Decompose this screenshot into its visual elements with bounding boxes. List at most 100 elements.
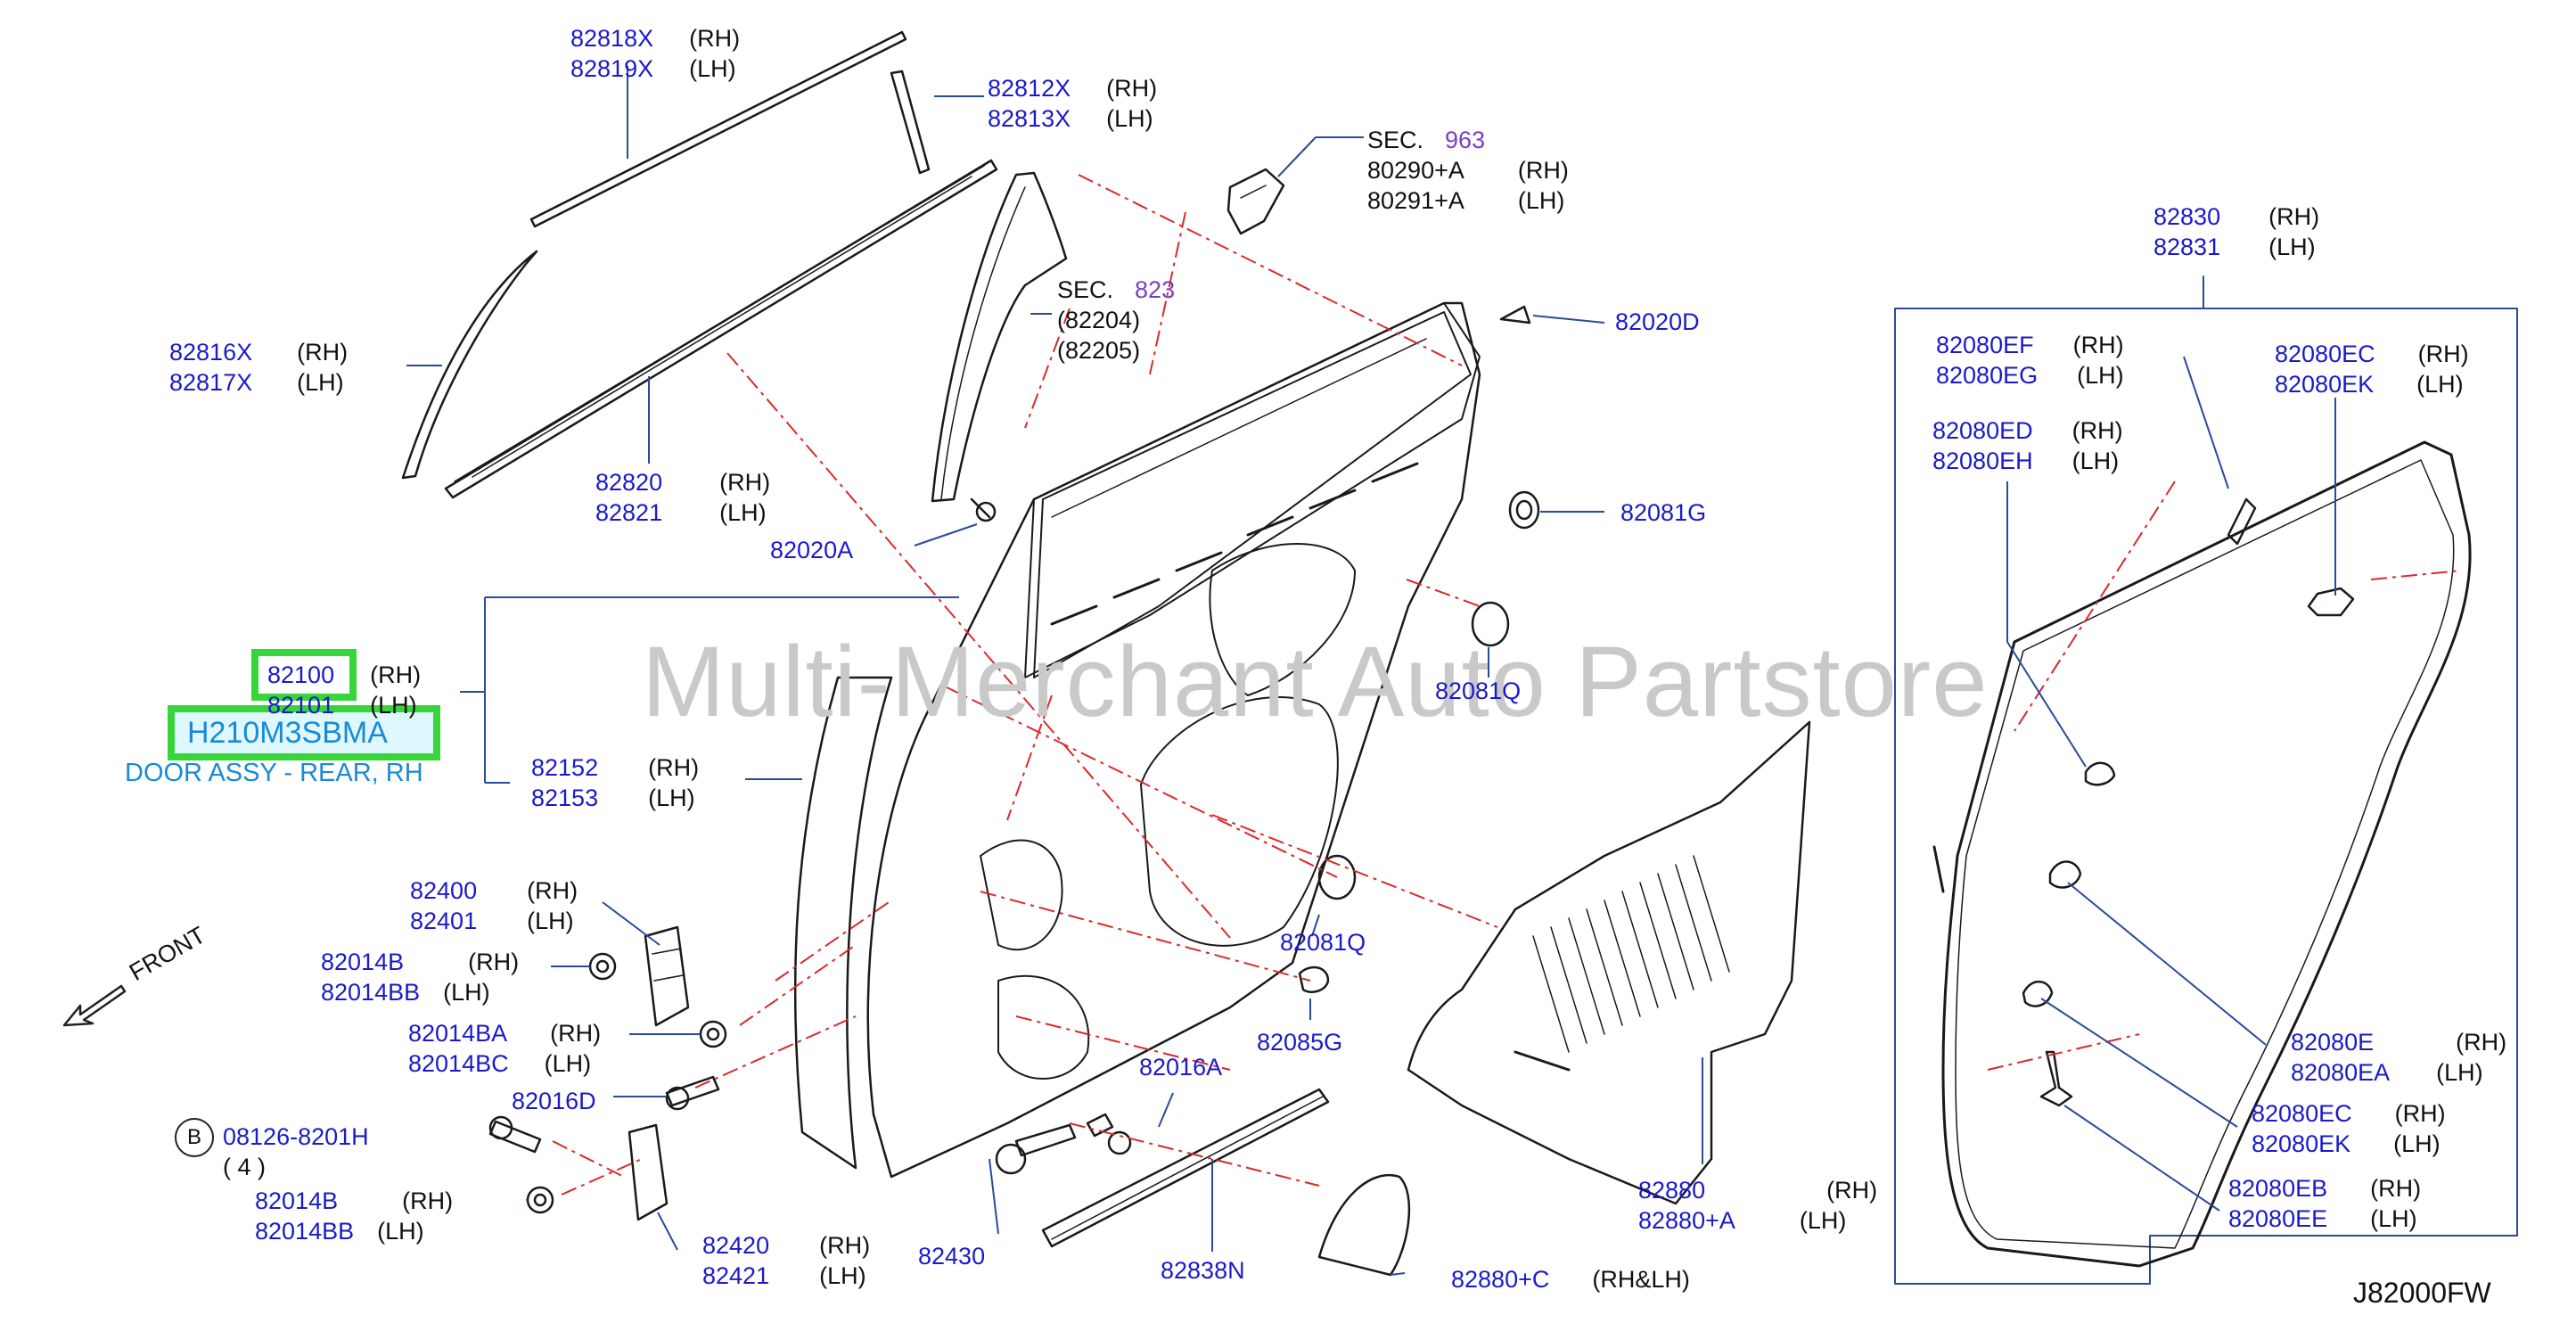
part-number[interactable]: 82080EK bbox=[2252, 1130, 2351, 1157]
part-number[interactable]: 82081Q bbox=[1435, 678, 1522, 704]
part-number[interactable]: 82080EK bbox=[2275, 371, 2375, 398]
part-number[interactable]: 82819X bbox=[570, 55, 654, 82]
sec-number[interactable]: 963 bbox=[1445, 127, 1486, 153]
part-number[interactable]: 82014B bbox=[321, 949, 405, 975]
callout-c8[interactable]: 82020D bbox=[1615, 307, 1700, 337]
side-label: (RH) bbox=[402, 1187, 454, 1214]
part-number[interactable]: 08126-8201H bbox=[223, 1123, 369, 1150]
side-label: (LH) bbox=[689, 55, 736, 82]
part-number[interactable]: 82080EA bbox=[2291, 1059, 2391, 1086]
callout-c31[interactable]: 82080E(RH) 82080EA(LH) bbox=[2291, 1027, 2506, 1088]
callout-c20[interactable]: 82430 bbox=[918, 1241, 985, 1271]
part-number[interactable]: 82080EC bbox=[2252, 1100, 2352, 1127]
part-code-highlight[interactable]: H210M3SBMA bbox=[168, 705, 440, 760]
callout-c28[interactable]: 82080EF(RH) 82080EG(LH) bbox=[1936, 330, 2124, 390]
callout-c13[interactable]: 82400(RH) 82401(LH) bbox=[410, 875, 578, 936]
part-number[interactable]: 82880 bbox=[1638, 1177, 1706, 1204]
part-number[interactable]: 82816X bbox=[169, 339, 253, 366]
callout-c30[interactable]: 82080ED(RH) 82080EH(LH) bbox=[1932, 415, 2123, 476]
part-highlight-box[interactable] bbox=[251, 649, 357, 701]
part-number[interactable]: 82820 bbox=[595, 469, 663, 496]
callout-c24[interactable]: 82838N bbox=[1161, 1255, 1245, 1286]
part-number[interactable]: 82080EB bbox=[2228, 1175, 2328, 1202]
part-number[interactable]: 82817X bbox=[169, 369, 253, 396]
part-number[interactable]: 82080EE bbox=[2228, 1205, 2328, 1232]
callout-c17[interactable]: 08126-8201H ( 4 ) bbox=[223, 1122, 369, 1182]
part-number[interactable]: 82813X bbox=[988, 105, 1071, 132]
part-number[interactable]: 80291+A bbox=[1367, 187, 1464, 214]
part-number[interactable]: 82081Q bbox=[1280, 929, 1366, 956]
part-number[interactable]: 82838N bbox=[1161, 1257, 1245, 1284]
side-label: (RH) bbox=[1106, 75, 1158, 102]
callout-c19[interactable]: 82420(RH) 82421(LH) bbox=[702, 1230, 870, 1291]
callout-c25[interactable]: 82880(RH) 82880+A(LH) bbox=[1638, 1175, 1877, 1236]
callout-c15[interactable]: 82014BA(RH) 82014BC(LH) bbox=[408, 1018, 601, 1079]
callout-c21[interactable]: 82016A bbox=[1139, 1052, 1222, 1082]
part-number[interactable]: 82421 bbox=[702, 1262, 770, 1289]
callout-c3[interactable]: SEC.963 80290+A(RH) 80291+A(LH) bbox=[1367, 125, 1569, 216]
callout-c32[interactable]: 82080EC(RH) 82080EK(LH) bbox=[2252, 1098, 2446, 1159]
callout-c6[interactable]: 82820(RH) 82821(LH) bbox=[595, 467, 770, 528]
weatherstrip bbox=[1941, 440, 2472, 1268]
part-number[interactable]: 82821 bbox=[595, 499, 663, 526]
callout-c16[interactable]: 82016D bbox=[512, 1086, 596, 1116]
part-number[interactable]: 82401 bbox=[410, 908, 478, 934]
part-number[interactable]: 82430 bbox=[918, 1243, 986, 1270]
part-number[interactable]: 82080EG bbox=[1936, 362, 2039, 389]
callout-c12[interactable]: 82152(RH) 82153(LH) bbox=[531, 752, 699, 813]
part-number[interactable]: 82153 bbox=[531, 785, 599, 811]
callout-c23[interactable]: 82085G bbox=[1257, 1027, 1342, 1057]
sec-number[interactable]: 823 bbox=[1135, 276, 1176, 303]
part-number[interactable]: 82880+A bbox=[1638, 1207, 1735, 1234]
callout-c5[interactable]: 82816X(RH) 82817X(LH) bbox=[169, 337, 348, 398]
callout-c26[interactable]: 82880+C(RH&LH) bbox=[1451, 1264, 1690, 1294]
part-number[interactable]: 82020D bbox=[1615, 308, 1700, 335]
part-number[interactable]: 82081G bbox=[1620, 499, 1707, 526]
side-label: (RH) bbox=[297, 339, 349, 366]
part-number[interactable]: 82080E bbox=[2291, 1029, 2375, 1056]
part-number[interactable]: 82014BB bbox=[321, 979, 421, 1006]
part-number[interactable]: 82014BB bbox=[255, 1218, 355, 1245]
part-number[interactable]: 82080ED bbox=[1932, 417, 2033, 444]
callout-c9[interactable]: 82081G bbox=[1620, 497, 1706, 528]
callout-c33[interactable]: 82080EB(RH) 82080EE(LH) bbox=[2228, 1173, 2421, 1234]
side-label: (RH) bbox=[2268, 203, 2320, 230]
part-number[interactable]: 82101 bbox=[267, 692, 335, 719]
part-number[interactable]: 82880+C bbox=[1451, 1266, 1550, 1293]
callout-c4[interactable]: SEC.823 (82204) (82205) bbox=[1057, 275, 1175, 366]
part-number[interactable]: 82080EH bbox=[1932, 448, 2033, 474]
callout-c27[interactable]: 82830(RH) 82831(LH) bbox=[2154, 201, 2319, 262]
callout-c22[interactable]: 82081Q bbox=[1280, 927, 1366, 957]
reference-b-circle: B bbox=[175, 1118, 214, 1157]
callout-c7[interactable]: 82020A bbox=[770, 535, 853, 565]
part-number[interactable]: 82812X bbox=[988, 75, 1071, 102]
part-number[interactable]: 82016A bbox=[1139, 1054, 1223, 1081]
callout-c10[interactable]: 82081Q bbox=[1435, 676, 1521, 706]
part-number[interactable]: 82100 bbox=[267, 662, 335, 688]
part-number[interactable]: 82152 bbox=[531, 754, 599, 781]
part-number[interactable]: 82420 bbox=[702, 1232, 770, 1259]
part-number[interactable]: 82014BA bbox=[408, 1020, 508, 1047]
door-check bbox=[1014, 1123, 1077, 1157]
callout-c18[interactable]: 82014B(RH) 82014BB(LH) bbox=[255, 1186, 453, 1246]
callout-c11[interactable]: 82100(RH) 82101(LH) bbox=[267, 660, 421, 720]
part-number[interactable]: 82016D bbox=[512, 1088, 596, 1114]
part-number[interactable]: 82014BC bbox=[408, 1050, 509, 1077]
part-number[interactable]: 80290+A bbox=[1367, 157, 1464, 184]
part-description[interactable]: DOOR ASSY - REAR, RH bbox=[125, 759, 423, 787]
callout-c2[interactable]: 82812X(RH) 82813X(LH) bbox=[988, 73, 1157, 134]
part-number[interactable]: 82818X bbox=[570, 25, 654, 52]
part-number[interactable]: 82020A bbox=[770, 537, 854, 563]
part-number[interactable]: 82080EF bbox=[1936, 332, 2034, 358]
part-number[interactable]: 82400 bbox=[410, 877, 478, 904]
callout-c1[interactable]: 82818X(RH) 82819X(LH) bbox=[570, 23, 740, 84]
callout-c29[interactable]: 82080EC(RH) 82080EK(LH) bbox=[2275, 339, 2469, 399]
part-number[interactable]: 82830 bbox=[2154, 203, 2221, 230]
part-number[interactable]: 82085G bbox=[1257, 1029, 1343, 1056]
part-number[interactable]: 82014B bbox=[255, 1187, 339, 1214]
part-number[interactable]: 82831 bbox=[2154, 234, 2221, 260]
weatherstrip-box bbox=[1894, 308, 2518, 1285]
part-number[interactable]: 82080EC bbox=[2275, 341, 2375, 367]
callout-c14[interactable]: 82014B(RH) 82014BB(LH) bbox=[321, 947, 519, 1007]
door-outer-panel bbox=[793, 676, 893, 1170]
